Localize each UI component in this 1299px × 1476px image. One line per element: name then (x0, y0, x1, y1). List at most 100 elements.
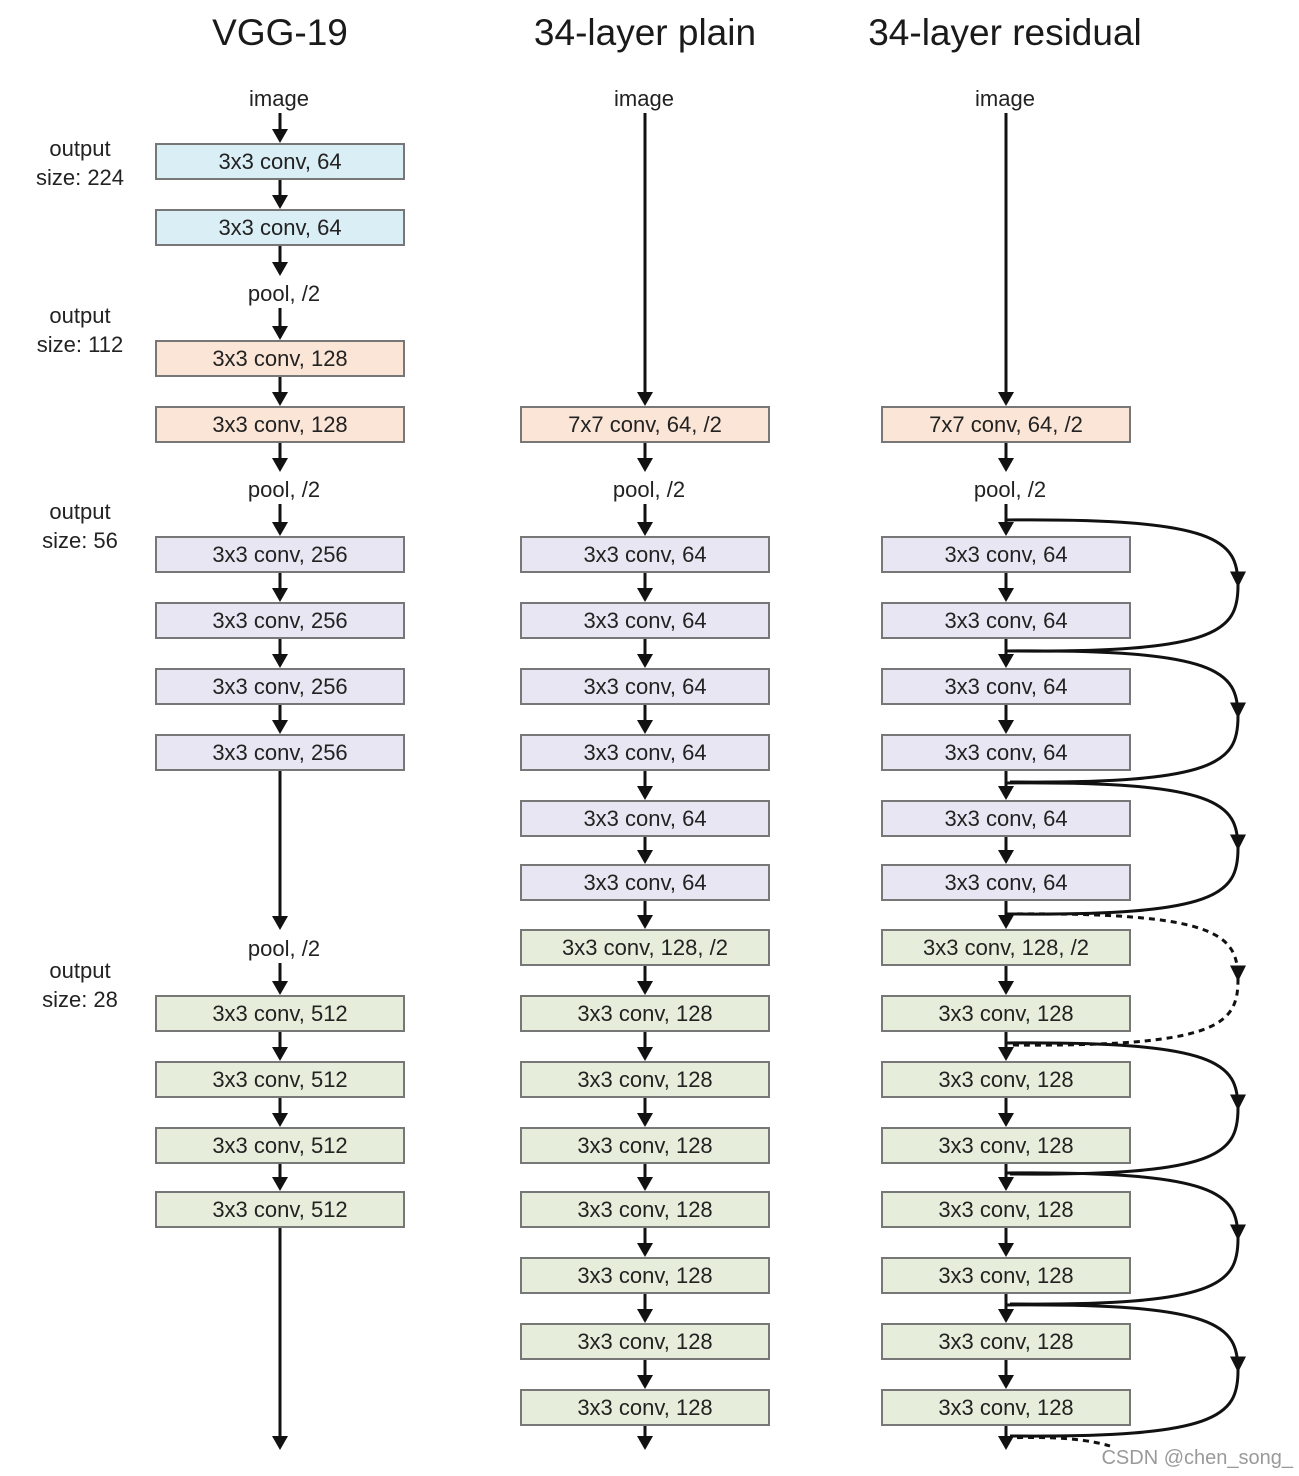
shortcut-arrowhead (1230, 965, 1246, 982)
residual-conv-block: 3x3 conv, 128 (881, 1061, 1131, 1098)
residual-conv-block: 7x7 conv, 64, /2 (881, 406, 1131, 443)
plain-arrow-head (637, 1113, 653, 1127)
plain-pool-label: pool, /2 (593, 477, 705, 503)
vgg-arrow-head (272, 326, 288, 340)
vgg-conv-block: 3x3 conv, 512 (155, 995, 405, 1032)
residual-arrow-head (998, 786, 1014, 800)
vgg-conv-block: 3x3 conv, 64 (155, 209, 405, 246)
residual-arrow-head (998, 1436, 1014, 1450)
residual-conv-block: 3x3 conv, 128 (881, 1191, 1131, 1228)
plain-conv-block: 3x3 conv, 64 (520, 734, 770, 771)
residual-conv-block: 3x3 conv, 128 (881, 1389, 1131, 1426)
plain-arrow-head (637, 981, 653, 995)
plain-arrow-head (637, 1309, 653, 1323)
plain-arrow-head (637, 1243, 653, 1257)
vgg-conv-block: 3x3 conv, 128 (155, 340, 405, 377)
vgg-image-label: image (240, 86, 318, 112)
plain-conv-block: 7x7 conv, 64, /2 (520, 406, 770, 443)
plain-arrow-head (637, 1375, 653, 1389)
output-size-line: output (49, 136, 111, 161)
output-size-line: size: 28 (42, 987, 118, 1012)
vgg-conv-block: 3x3 conv, 512 (155, 1127, 405, 1164)
plain-conv-block: 3x3 conv, 128, /2 (520, 929, 770, 966)
vgg-conv-block: 3x3 conv, 256 (155, 668, 405, 705)
shortcut-arrowhead (1230, 1356, 1246, 1373)
plain-conv-block: 3x3 conv, 64 (520, 864, 770, 901)
vgg-conv-block: 3x3 conv, 256 (155, 602, 405, 639)
residual-conv-block: 3x3 conv, 64 (881, 800, 1131, 837)
shortcut-arrowhead (1230, 702, 1246, 719)
vgg-arrow-head (272, 1177, 288, 1191)
plain-conv-block: 3x3 conv, 64 (520, 800, 770, 837)
residual-arrow-head (998, 850, 1014, 864)
shortcut-arrowhead (1230, 834, 1246, 851)
plain-conv-block: 3x3 conv, 128 (520, 1323, 770, 1360)
residual-title: 34-layer residual (868, 12, 1142, 53)
residual-conv-block: 3x3 conv, 64 (881, 668, 1131, 705)
residual-arrow-head (998, 1113, 1014, 1127)
vgg-arrow-head (272, 392, 288, 406)
vgg-conv-block: 3x3 conv, 256 (155, 734, 405, 771)
vgg-title: VGG-19 (212, 12, 348, 53)
plain-arrow-head (637, 786, 653, 800)
vgg-arrow-head (272, 129, 288, 143)
vgg-arrow-head (272, 1436, 288, 1450)
shortcut-arrowhead (1230, 1224, 1246, 1241)
vgg-arrow-head (272, 720, 288, 734)
plain-title: 34-layer plain (533, 12, 757, 53)
residual-conv-block: 3x3 conv, 64 (881, 536, 1131, 573)
plain-arrow-head (637, 720, 653, 734)
plain-arrow-head (637, 588, 653, 602)
output-size-line: output (49, 303, 111, 328)
residual-arrow-head (998, 458, 1014, 472)
shortcut-arrowhead (1230, 571, 1246, 588)
residual-arrow-head (998, 1309, 1014, 1323)
shortcut-arrowhead (1230, 1094, 1246, 1111)
vgg-conv-block: 3x3 conv, 256 (155, 536, 405, 573)
residual-conv-block: 3x3 conv, 128, /2 (881, 929, 1131, 966)
residual-image-label: image (966, 86, 1044, 112)
output-size-label: output size: 112 (20, 301, 140, 359)
residual-conv-block: 3x3 conv, 64 (881, 864, 1131, 901)
plain-arrow-head (637, 1436, 653, 1450)
vgg-arrow-head (272, 654, 288, 668)
vgg-pool-label: pool, /2 (228, 936, 340, 962)
residual-arrow-head (998, 588, 1014, 602)
residual-pool-label: pool, /2 (954, 477, 1066, 503)
vgg-arrow-head (272, 195, 288, 209)
residual-conv-block: 3x3 conv, 128 (881, 1257, 1131, 1294)
plain-arrow-head (637, 915, 653, 929)
output-size-line: output (49, 499, 111, 524)
output-size-line: output (49, 958, 111, 983)
vgg-arrow-head (272, 588, 288, 602)
plain-arrow-head (637, 1177, 653, 1191)
output-size-label: output size: 224 (20, 134, 140, 192)
residual-arrow-head (998, 392, 1014, 406)
plain-arrow-head (637, 1047, 653, 1061)
residual-conv-block: 3x3 conv, 64 (881, 602, 1131, 639)
vgg-arrow-head (272, 1047, 288, 1061)
plain-arrow-head (637, 392, 653, 406)
vgg-conv-block: 3x3 conv, 512 (155, 1191, 405, 1228)
vgg-conv-block: 3x3 conv, 64 (155, 143, 405, 180)
residual-conv-block: 3x3 conv, 128 (881, 1323, 1131, 1360)
plain-conv-block: 3x3 conv, 128 (520, 995, 770, 1032)
output-size-line: size: 112 (36, 332, 124, 357)
vgg-pool-label: pool, /2 (228, 281, 340, 307)
vgg-arrow-head (272, 522, 288, 536)
residual-arrow-head (998, 1243, 1014, 1257)
output-size-line: size: 224 (35, 165, 125, 190)
plain-conv-block: 3x3 conv, 128 (520, 1389, 770, 1426)
plain-conv-block: 3x3 conv, 128 (520, 1061, 770, 1098)
residual-arrow-head (998, 1177, 1014, 1191)
plain-image-label: image (605, 86, 683, 112)
residual-conv-block: 3x3 conv, 128 (881, 995, 1131, 1032)
plain-conv-block: 3x3 conv, 64 (520, 536, 770, 573)
vgg-arrow-head (272, 1113, 288, 1127)
residual-conv-block: 3x3 conv, 64 (881, 734, 1131, 771)
residual-arrow-head (998, 720, 1014, 734)
plain-conv-block: 3x3 conv, 64 (520, 668, 770, 705)
vgg-pool-label: pool, /2 (228, 477, 340, 503)
vgg-conv-block: 3x3 conv, 512 (155, 1061, 405, 1098)
